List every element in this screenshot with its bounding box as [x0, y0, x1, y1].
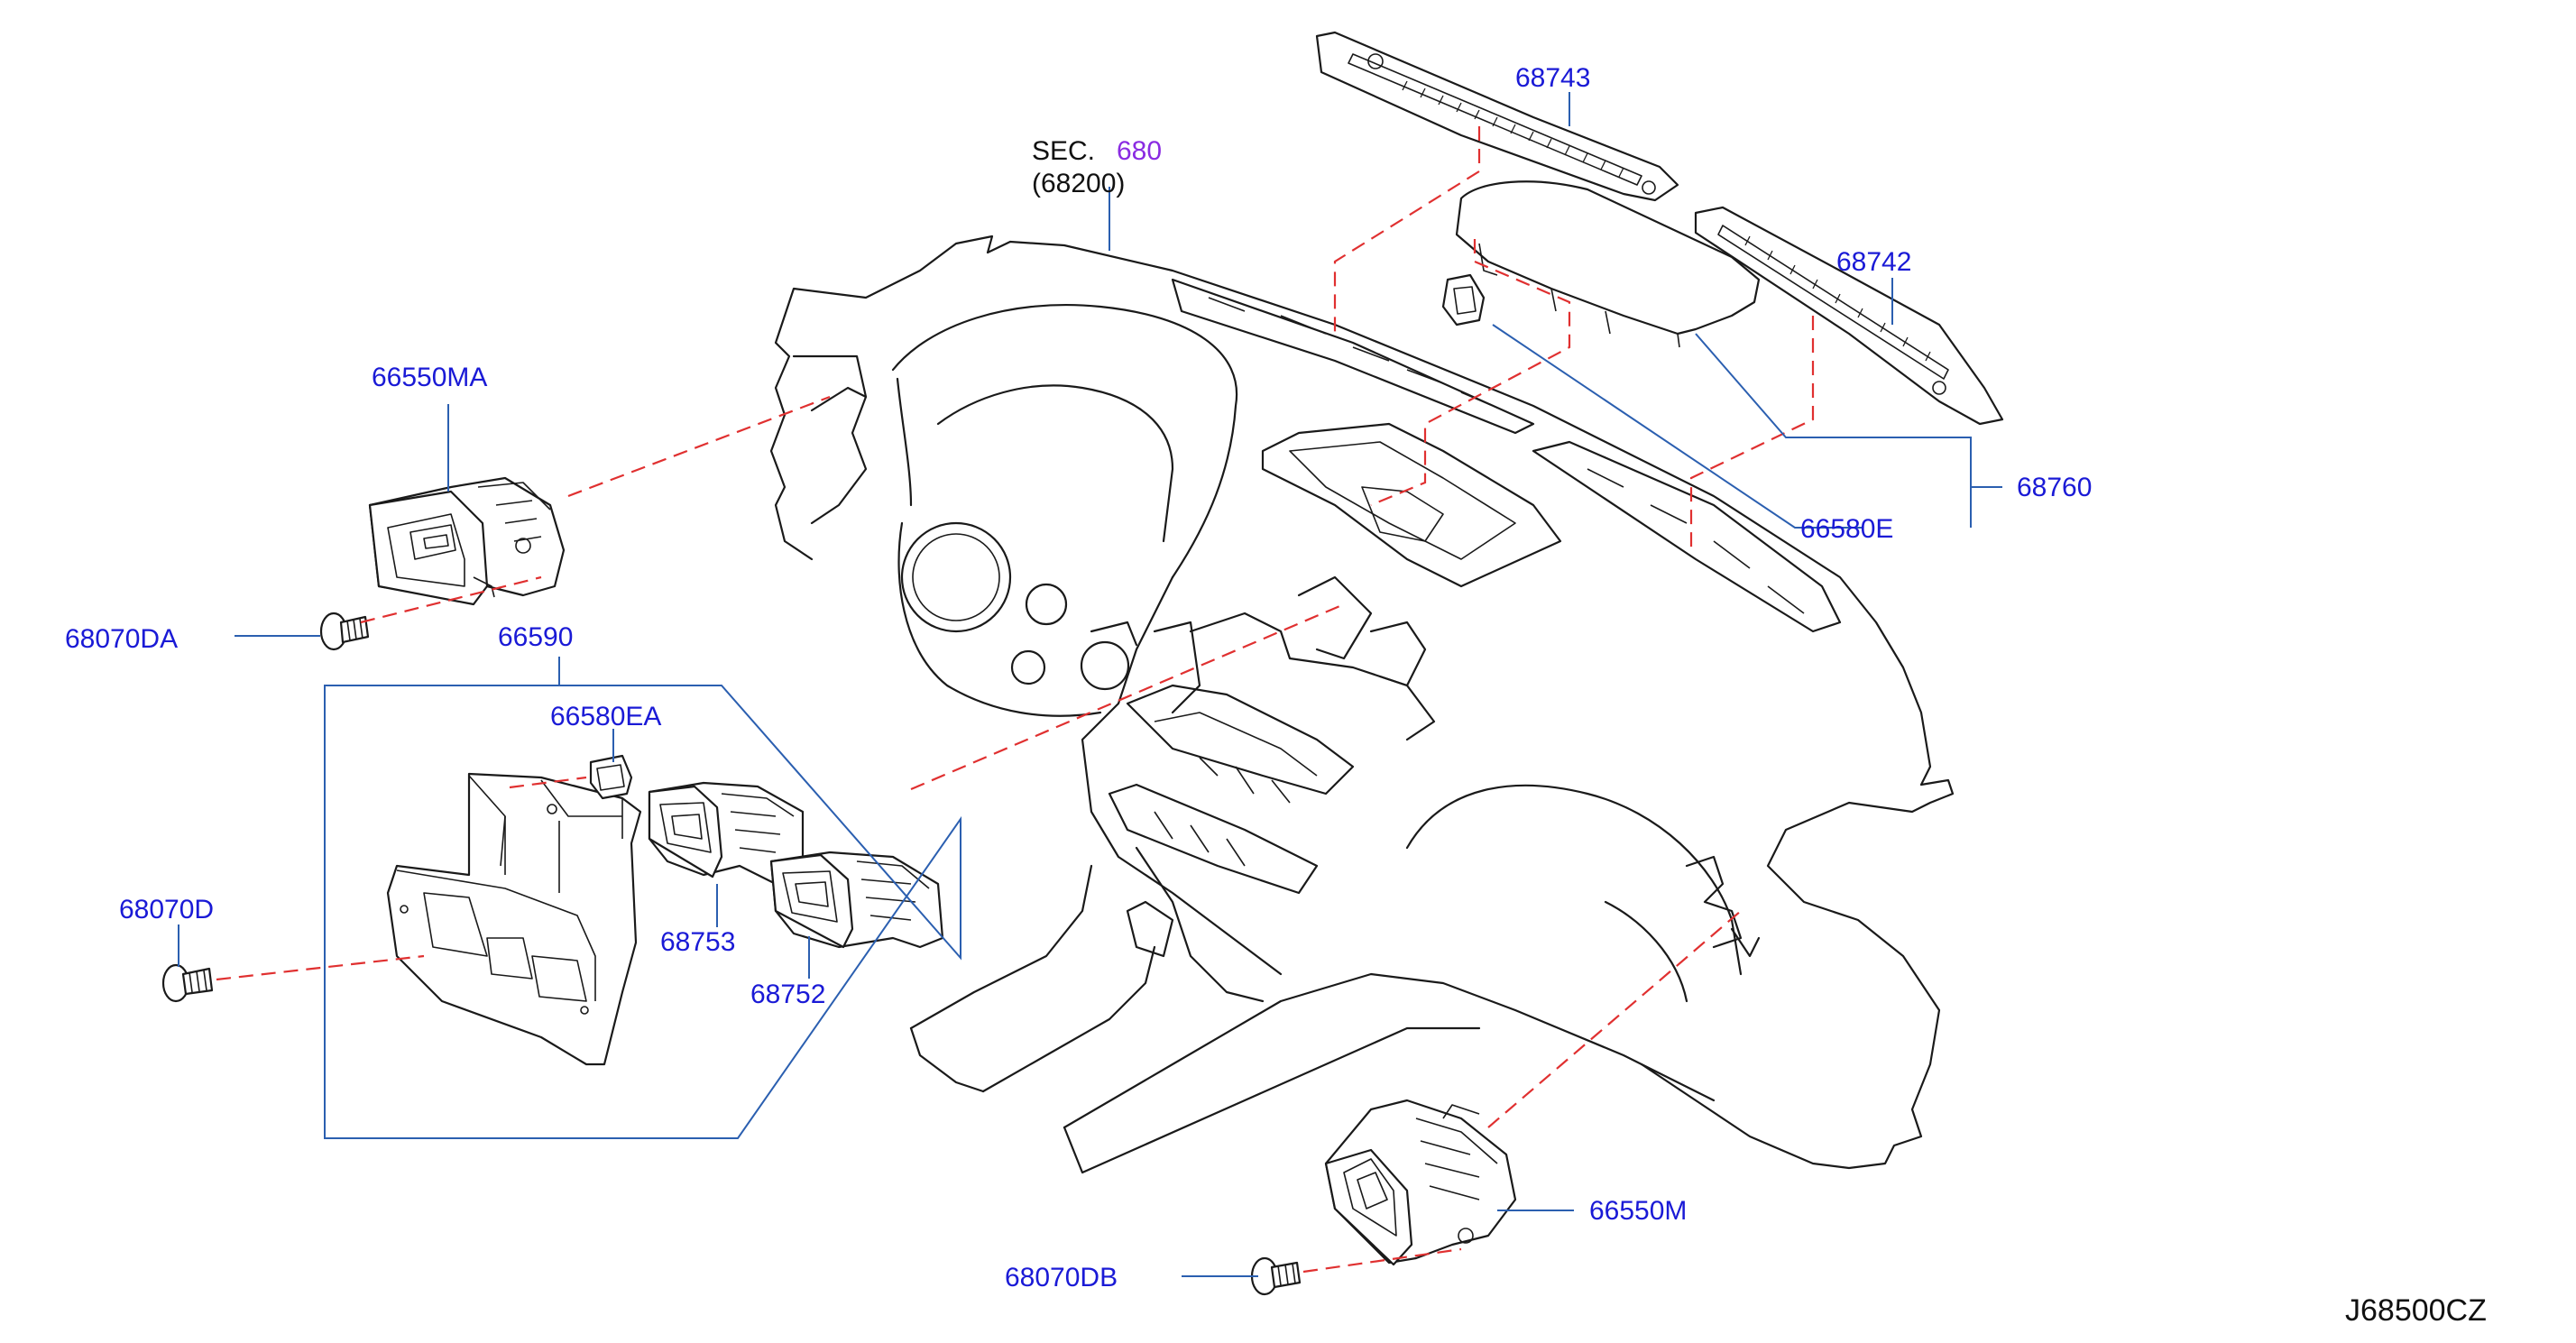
part-label-66550MA[interactable]: 66550MA [372, 363, 487, 392]
screw-68070DB [1250, 1256, 1302, 1296]
part-label-66580E[interactable]: 66580E [1800, 514, 1893, 544]
part-label-66550M[interactable]: 66550M [1589, 1196, 1687, 1226]
part-labels: SEC. 680 (68200) 68743 68742 68760 66580… [65, 63, 2487, 1328]
part-label-68753[interactable]: 68753 [660, 927, 735, 957]
side-vent-66550MA [368, 476, 566, 606]
clip-66580E [1441, 273, 1486, 327]
center-vent-68752 [769, 851, 944, 949]
part-label-68070DA[interactable]: 68070DA [65, 624, 178, 654]
center-vent-68753 [648, 781, 805, 886]
defroster-grille-68743 [1315, 31, 1679, 202]
dashed-guides [216, 126, 1815, 1274]
part-label-66580EA[interactable]: 66580EA [550, 702, 661, 731]
screw-68070D [161, 963, 214, 1003]
section-ref-sub: (68200) [1032, 169, 1125, 198]
part-label-66590[interactable]: 66590 [498, 622, 573, 652]
dash-cover-68760 [1455, 180, 1761, 348]
section-ref-link[interactable]: 680 [1117, 136, 1162, 166]
center-vent-frame-66590 [386, 772, 642, 1066]
side-vent-66550M [1324, 1099, 1517, 1266]
screw-68070DA [319, 612, 370, 651]
leader-lines [178, 92, 2002, 1277]
clip-66580EA [589, 754, 633, 800]
part-label-68742[interactable]: 68742 [1836, 247, 1911, 277]
defroster-grille-68742 [1694, 206, 2004, 426]
instrument-panel-drawing [769, 235, 1955, 1174]
part-label-68743[interactable]: 68743 [1515, 63, 1590, 93]
part-label-68752[interactable]: 68752 [750, 980, 825, 1009]
part-label-68070DB[interactable]: 68070DB [1005, 1263, 1118, 1292]
section-ref-prefix: SEC. [1032, 136, 1095, 166]
part-label-68070D[interactable]: 68070D [119, 895, 214, 924]
part-label-68760[interactable]: 68760 [2017, 473, 2092, 502]
drawing-id: J68500CZ [2345, 1293, 2487, 1328]
